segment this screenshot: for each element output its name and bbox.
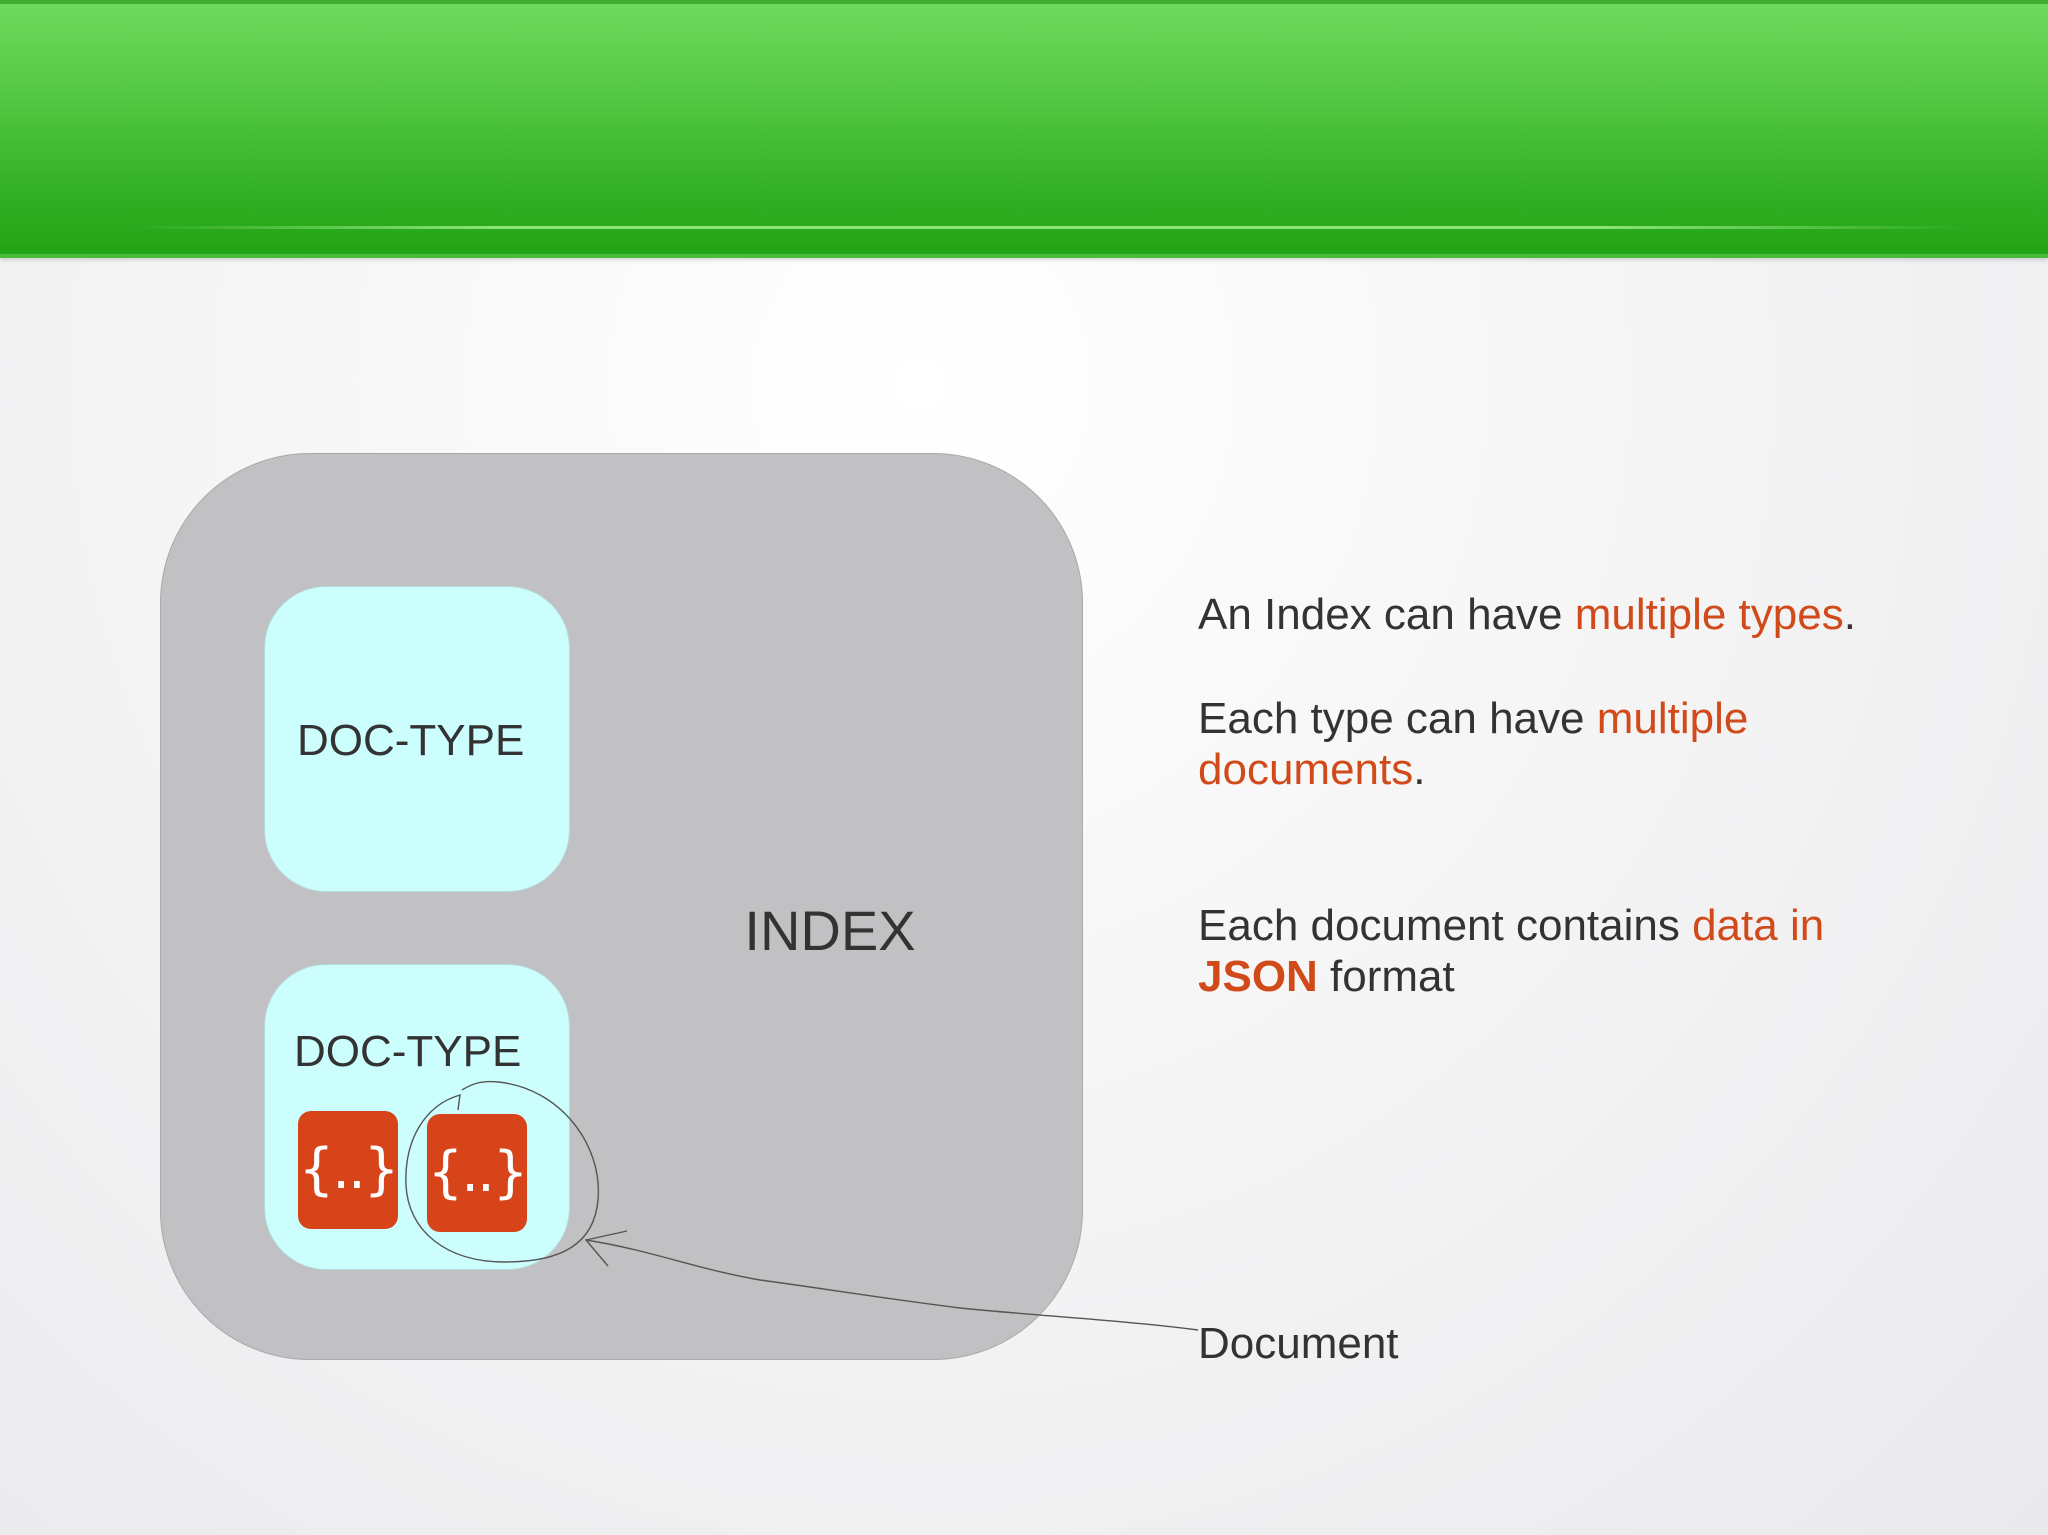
- statement-document-json-bold: JSON: [1198, 952, 1318, 1001]
- json-document-2: {..}: [427, 1114, 528, 1232]
- statement-document-json-end: format: [1317, 952, 1455, 1001]
- statement-type-documents-end: .: [1413, 745, 1426, 794]
- statement-index-types-end: .: [1843, 590, 1856, 639]
- statement-document-json-highlight: data in: [1692, 901, 1825, 950]
- statement-type-documents-text: Each type can have: [1198, 694, 1597, 743]
- statement-index-types-highlight: multiple types: [1574, 590, 1844, 639]
- statement-type-documents-highlight: multiple documents: [1198, 694, 1749, 794]
- document-annotation-label: Document: [1198, 1319, 1399, 1368]
- index-label: INDEX: [744, 899, 916, 962]
- statement-document-json-text: Each document contains: [1198, 901, 1693, 950]
- doctype-label-1: DOC-TYPE: [297, 716, 525, 765]
- statement-index-types: An Index can have multiple types.: [1198, 589, 1856, 640]
- json-document-1: {..}: [298, 1111, 399, 1229]
- doctype-label-2: DOC-TYPE: [294, 1027, 522, 1076]
- title-bar: [0, 0, 2048, 258]
- title-bar-sheen: [130, 226, 1970, 229]
- statement-type-documents: Each type can have multiple documents.: [1198, 693, 1918, 795]
- statement-document-json: Each document contains data in JSON form…: [1198, 900, 1918, 1002]
- doctype-box-1: [264, 586, 570, 892]
- statement-index-types-text: An Index can have: [1198, 590, 1575, 639]
